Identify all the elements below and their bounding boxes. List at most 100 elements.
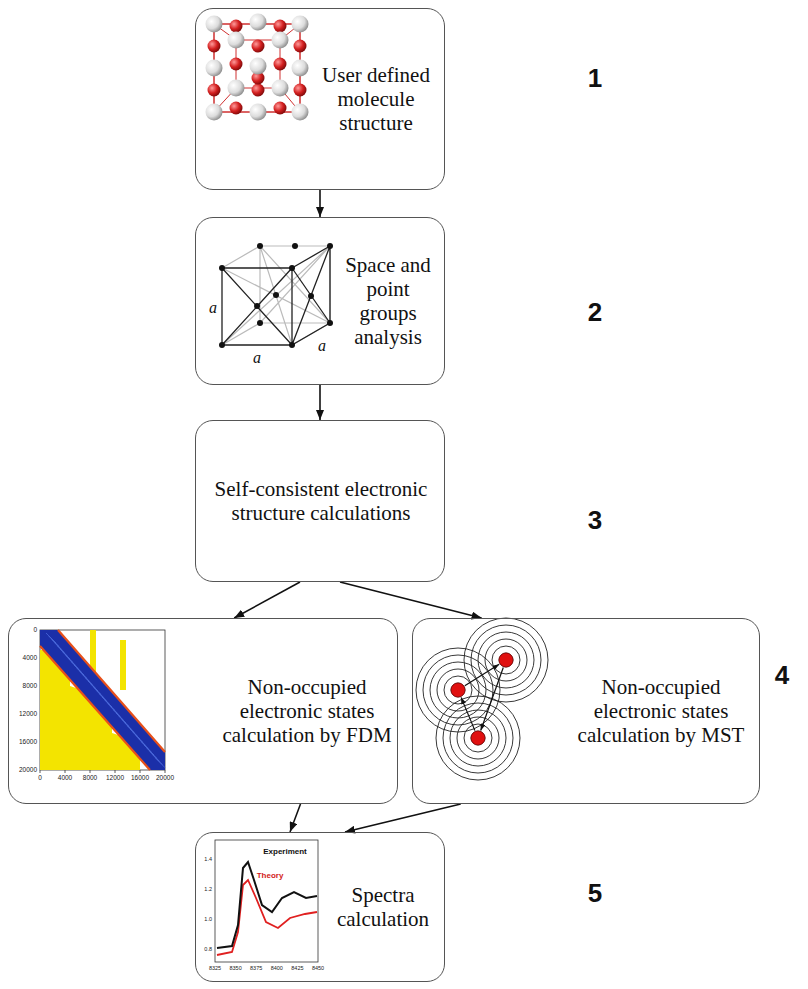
scattering-path <box>481 668 504 731</box>
scattering-spheres <box>416 618 548 780</box>
callout-number: 1 <box>588 65 602 91</box>
box-label: Self-consistent electronic structure cal… <box>206 477 436 525</box>
box-label: Non-occupied electronic states calculati… <box>221 675 393 747</box>
potential-sphere <box>485 639 527 681</box>
process-box: Self-consistent electronic structure cal… <box>195 420 445 582</box>
matrix-plot <box>40 630 165 773</box>
axis-tick: 12000 <box>19 711 37 718</box>
box-label: Non-occupied electronic states calculati… <box>575 675 747 747</box>
callout-number: 3 <box>588 507 602 533</box>
axis-tick: 8375 <box>250 966 262 972</box>
metal-atom <box>292 16 309 33</box>
flow-arrow <box>319 385 321 420</box>
flow-arrow <box>340 582 482 618</box>
potential-sphere <box>437 669 479 711</box>
lattice-constant: a <box>209 300 217 316</box>
atom-dot <box>499 653 513 667</box>
lattice-point <box>257 243 263 249</box>
potential-sphere <box>471 731 485 745</box>
potential-sphere <box>471 625 541 695</box>
box-label: Space and point groups analysis <box>336 253 440 350</box>
band-stroke <box>155 758 165 768</box>
plot-frame <box>215 840 318 962</box>
hidden-edges <box>222 246 330 345</box>
axis-tick: 0.8 <box>204 947 212 953</box>
axis-tick: 20000 <box>156 775 174 782</box>
potential-sphere <box>443 703 513 773</box>
potential-sphere <box>451 683 465 697</box>
flow-arrow <box>319 190 321 217</box>
axis-tick: 1.4 <box>204 857 212 863</box>
oxygen-atom <box>252 40 265 53</box>
scattering-path <box>461 697 475 730</box>
metal-atom <box>250 14 267 31</box>
plot-frame <box>40 630 165 770</box>
potential-sphere <box>423 655 493 725</box>
oxygen-atom <box>294 84 307 97</box>
experiment-curve <box>217 862 317 948</box>
lattice-constant: a <box>253 350 261 366</box>
axis-tick: 16000 <box>19 739 37 746</box>
lattice-points <box>219 243 333 348</box>
callout-number: 4 <box>775 662 789 688</box>
lattice-point <box>219 342 225 348</box>
metal-atom <box>206 16 223 33</box>
potential-sphere <box>450 710 506 766</box>
process-box: Spectra calculation <box>195 832 445 982</box>
metal-atom <box>250 104 267 121</box>
metal-atom <box>206 60 223 77</box>
oxygen-atom <box>208 84 221 97</box>
axis-tick: 4000 <box>23 655 37 662</box>
matrix-band <box>40 630 165 770</box>
lattice-constant: a <box>318 338 326 354</box>
legend-text: Theory <box>257 872 284 880</box>
metal-atom <box>250 58 267 75</box>
atom-dot <box>451 683 465 697</box>
process-box: User defined molecule structure <box>195 8 445 190</box>
flow-arrow <box>234 582 300 618</box>
lattice-point <box>327 243 333 249</box>
metal-atom <box>292 104 309 121</box>
axis-tick: 0 <box>33 627 37 634</box>
oxygen-atom <box>274 102 287 115</box>
callout-number: 2 <box>588 299 602 325</box>
lattice-point <box>289 342 295 348</box>
axis-ticks <box>40 770 165 773</box>
oxygen-atom <box>208 40 221 53</box>
box-label: Spectra calculation <box>328 883 438 931</box>
potential-sphere <box>457 717 499 759</box>
metal-atom <box>206 104 223 121</box>
axis-tick: 16000 <box>131 775 149 782</box>
axis-tick: 8400 <box>271 966 283 972</box>
metal-atom <box>272 80 289 97</box>
potential-sphere <box>436 696 520 780</box>
scattering-path <box>465 664 499 686</box>
axis-tick: 8350 <box>229 966 241 972</box>
metal-atom <box>228 80 245 97</box>
axis-tick: 8450 <box>312 966 324 972</box>
oxygen-atom <box>252 84 265 97</box>
crystal-model <box>206 14 309 121</box>
axis-tick: 4000 <box>58 775 72 782</box>
process-box: Non-occupied electronic states calculati… <box>412 618 760 804</box>
oxygen-atom <box>230 20 243 33</box>
axis-tick: 8000 <box>83 775 97 782</box>
oxygen-atom <box>230 58 243 71</box>
cube-edges <box>222 246 330 345</box>
band-edges <box>40 630 165 770</box>
metal-atom <box>292 60 309 77</box>
axis-tick: 8325 <box>209 966 221 972</box>
axis-tick: 0 <box>38 775 42 782</box>
lattice-point <box>327 320 333 326</box>
potential-sphere <box>478 632 534 688</box>
oxygen-atom <box>230 102 243 115</box>
lattice-point <box>273 292 279 298</box>
axis-tick: 12000 <box>106 775 124 782</box>
flow-arrow <box>290 804 301 832</box>
oxygen-atom <box>274 58 287 71</box>
cell-edges <box>214 24 300 112</box>
oxygen-atom <box>274 20 287 33</box>
lattice-point <box>289 265 295 271</box>
